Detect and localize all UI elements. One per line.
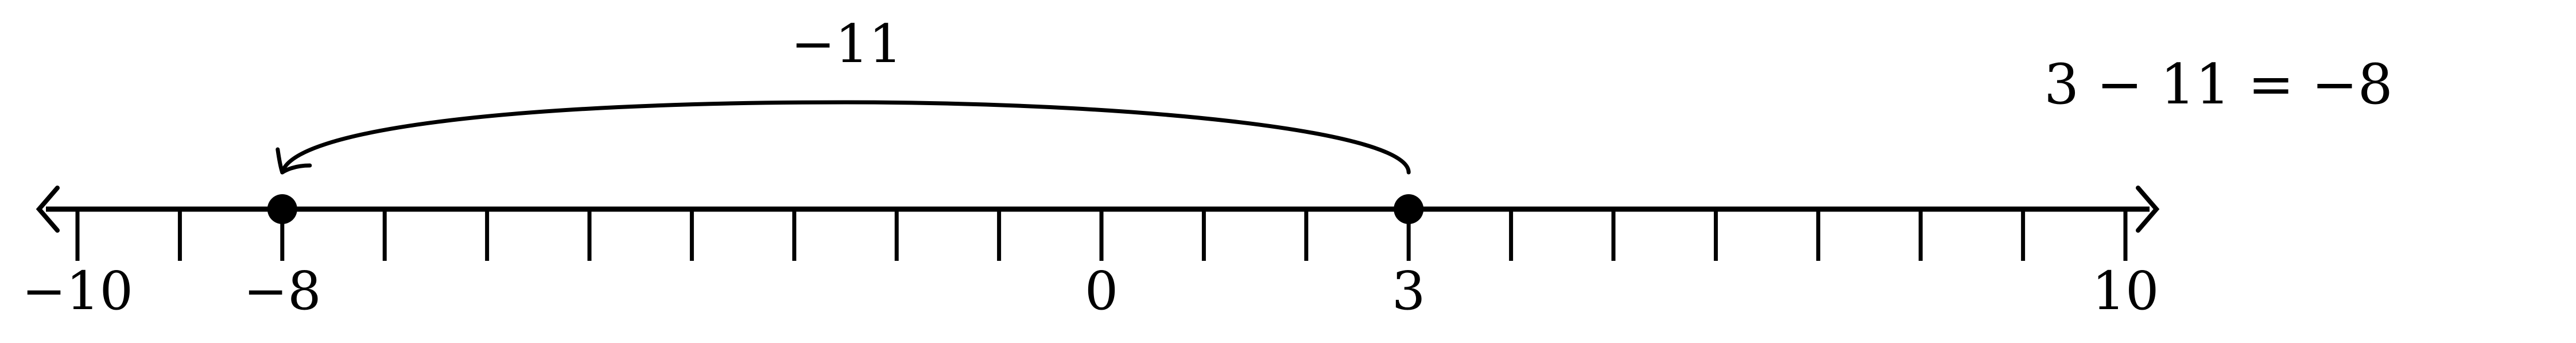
tick-label: 3 bbox=[1392, 260, 1426, 322]
tick-labels: −10 −8 0 3 10 bbox=[22, 260, 2159, 322]
plotted-point bbox=[267, 194, 297, 224]
tick-label: 0 bbox=[1085, 260, 1119, 322]
right-arrowhead bbox=[2136, 186, 2160, 233]
tick-label: −10 bbox=[22, 260, 133, 322]
tick-label: 10 bbox=[2092, 260, 2159, 322]
tick-label: −8 bbox=[243, 260, 321, 322]
jump-arrowhead bbox=[276, 147, 312, 175]
tick-marks bbox=[75, 209, 2128, 261]
jump-label: −11 bbox=[791, 13, 902, 75]
jump-arc bbox=[280, 100, 1411, 175]
plotted-points bbox=[267, 194, 1424, 224]
plotted-point bbox=[1394, 194, 1424, 224]
equation-text: 3 − 11 = −8 bbox=[2044, 52, 2393, 117]
left-arrowhead bbox=[36, 186, 60, 233]
